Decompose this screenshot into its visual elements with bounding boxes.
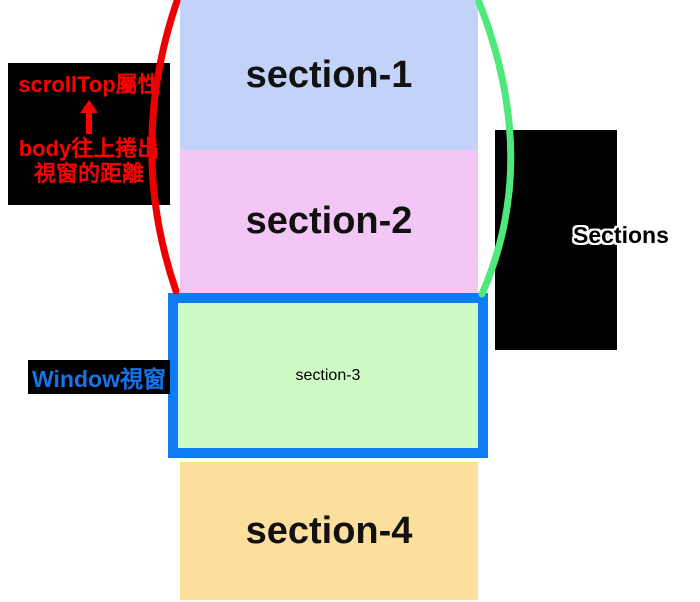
scrolltop-note-line3: 視窗的距離 (33, 161, 144, 186)
section-2-block: section-2 (180, 150, 478, 293)
up-arrow-icon (80, 100, 98, 134)
section-1-label: section-1 (245, 53, 413, 96)
scrolltop-note-line1: scrollTop屬性 (18, 72, 160, 97)
section-4-block: section-4 (180, 462, 478, 600)
section-3-label: section-3 (295, 366, 361, 384)
sections-note-text: Sections (573, 222, 669, 248)
up-arrow-head (80, 100, 98, 113)
scrolltop-note-line2: body往上捲出 (18, 136, 160, 161)
section-4-label: section-4 (245, 509, 413, 552)
up-arrow-shaft (86, 113, 92, 134)
scrolltop-note-box: scrollTop屬性 body往上捲出 視窗的距離 (8, 63, 170, 205)
window-viewport-frame: section-3 (168, 293, 488, 458)
window-label-text: Window視窗 (32, 366, 166, 392)
sections-note-box (495, 130, 617, 350)
section-1-block: section-1 (180, 0, 478, 150)
window-label-box: Window視窗 (28, 360, 170, 394)
section-2-label: section-2 (245, 200, 413, 242)
